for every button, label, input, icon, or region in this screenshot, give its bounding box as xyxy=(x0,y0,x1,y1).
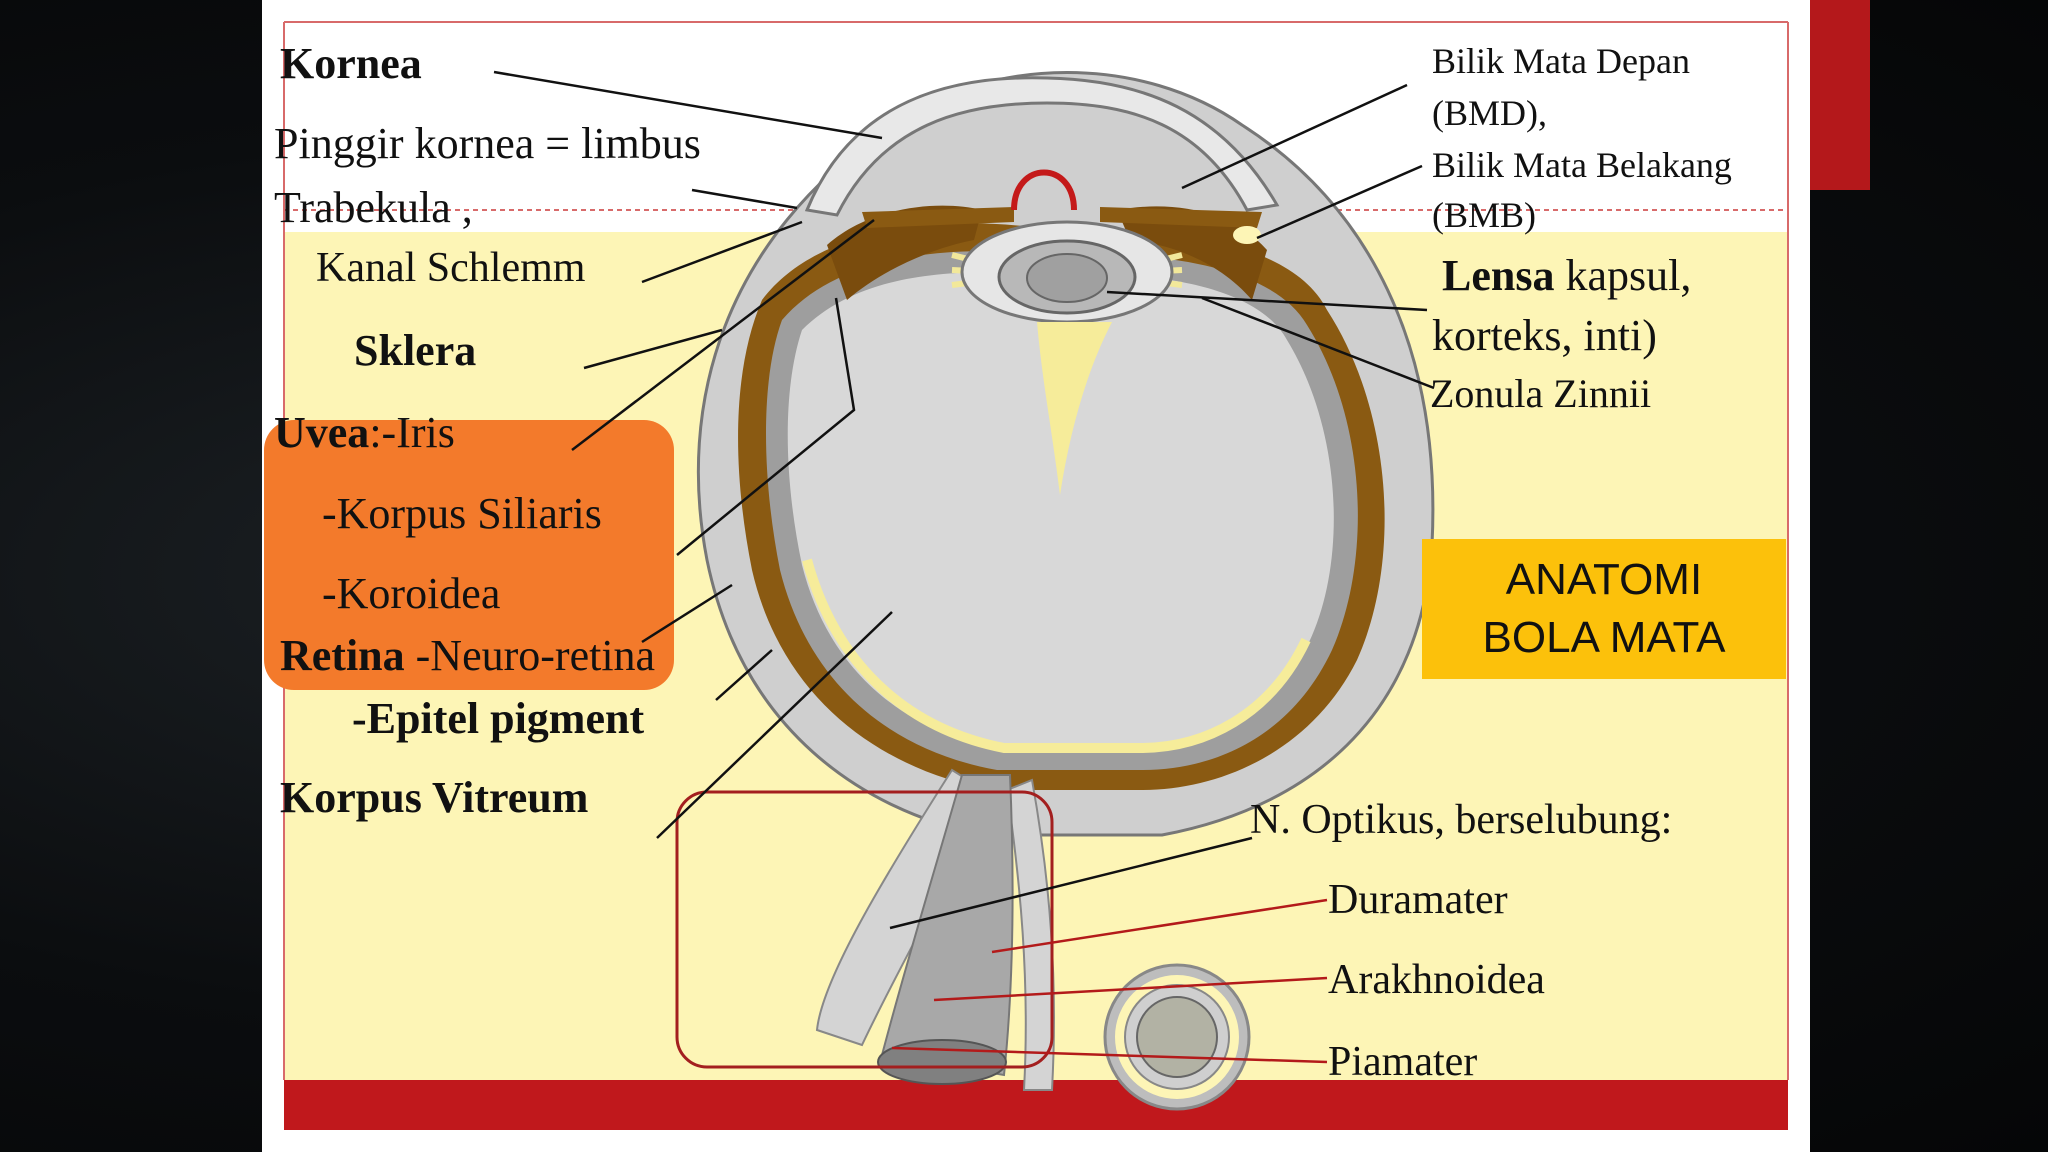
lens-nucleus xyxy=(1026,253,1108,303)
label-bmd-line2: (BMD), xyxy=(1432,93,1547,133)
label-uvea-bold: Uvea xyxy=(274,408,370,457)
ciliary-body-right xyxy=(1117,206,1267,300)
label-retina: Retina -Neuro-retina xyxy=(280,630,655,681)
leader-lines xyxy=(493,70,1435,930)
label-koroidea: -Koroidea xyxy=(322,569,501,618)
vitreous-body xyxy=(787,272,1334,750)
label-trabekula: Trabekula , xyxy=(274,183,473,232)
label-uvea-rest: :-Iris xyxy=(369,408,455,457)
title-box: ANATOMI BOLA MATA xyxy=(1422,539,1786,679)
label-n-optikus: N. Optikus, berselubung: xyxy=(1250,797,1673,843)
label-epitel-pigment: -Epitel pigment xyxy=(352,694,645,743)
label-kornea: Kornea xyxy=(280,39,422,88)
label-lensa-line2: korteks, inti) xyxy=(1432,311,1657,360)
optic-nerve-box xyxy=(675,790,1054,1069)
slide: Kornea Pinggir kornea = limbus Trabekula… xyxy=(262,0,1810,1152)
label-bmb-line1: Bilik Mata Belakang xyxy=(1432,145,1732,185)
label-bmb-line2: (BMB) xyxy=(1432,195,1537,235)
red-leader-lines xyxy=(891,898,1328,1064)
cornea xyxy=(804,76,1280,217)
label-korpus-vitreum: Korpus Vitreum xyxy=(280,773,589,822)
label-lensa-bold: Lensa xyxy=(1442,251,1555,300)
uvea-highlight-box xyxy=(264,420,674,690)
label-lensa-rest: kapsul, xyxy=(1554,251,1692,300)
label-bmd-line1: Bilik Mata Depan xyxy=(1432,41,1690,81)
iris-right xyxy=(1100,207,1262,228)
label-kanal-schlemm: Kanal Schlemm xyxy=(316,245,586,291)
iris-left xyxy=(862,207,1014,228)
label-duramater: Duramater xyxy=(1328,877,1508,923)
optic-nerve xyxy=(880,774,1014,1077)
pupil-arc xyxy=(1011,169,1077,211)
optic-nerve-cut xyxy=(877,1039,1007,1085)
label-zonula-zinnii: Zonula Zinnii xyxy=(1430,371,1652,416)
label-korpus-siliaris: -Korpus Siliaris xyxy=(322,489,602,538)
optic-nerve-sheath-right xyxy=(1005,778,1055,1091)
title-line-2: BOLA MATA xyxy=(1482,613,1726,662)
retina-yellow-edge xyxy=(802,558,1311,753)
ciliary-body-left xyxy=(827,205,982,300)
schlemm-canal-right xyxy=(1233,226,1261,244)
label-limbus: Pinggir kornea = limbus xyxy=(274,119,701,168)
label-uvea-iris: Uvea:-Iris xyxy=(274,407,455,458)
label-lensa: Lensa kapsul, xyxy=(1442,250,1691,301)
label-piamater: Piamater xyxy=(1328,1039,1478,1085)
red-accent-tab xyxy=(1810,0,1870,190)
label-arakhnoidea: Arakhnoidea xyxy=(1328,957,1545,1003)
eye-anatomy-diagram xyxy=(264,21,1789,1130)
label-retina-bold: Retina xyxy=(280,631,405,680)
title-line-1: ANATOMI xyxy=(1505,555,1703,604)
hyaloid-canal xyxy=(1037,322,1112,495)
label-retina-rest: -Neuro-retina xyxy=(404,631,656,680)
nerve-cross-section-core xyxy=(1136,996,1218,1078)
label-sklera: Sklera xyxy=(354,326,477,375)
